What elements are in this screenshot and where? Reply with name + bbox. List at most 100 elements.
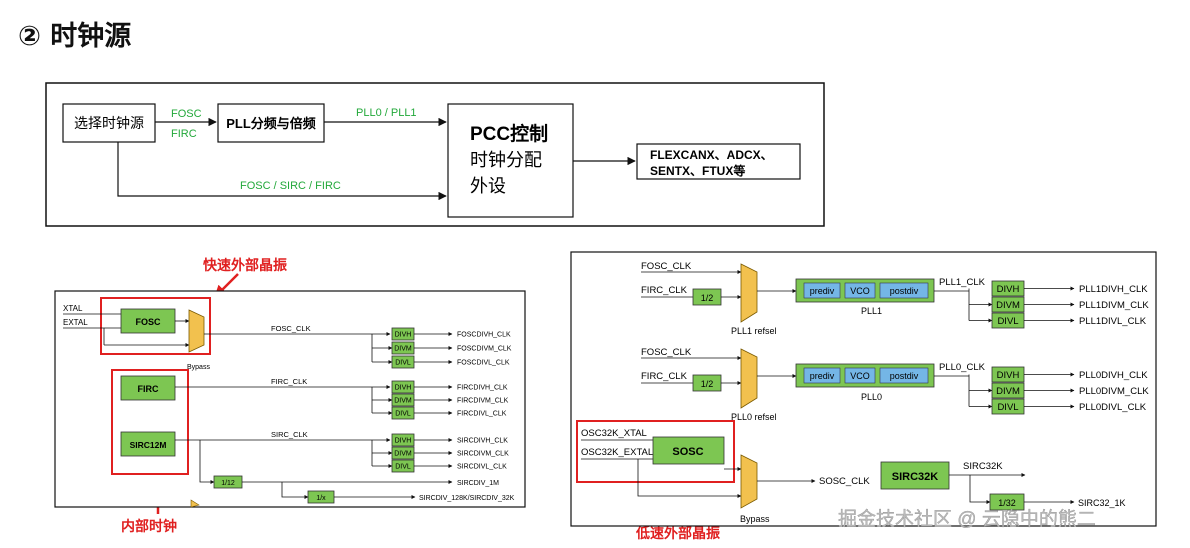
direct-path-arrow — [117, 142, 447, 201]
firc-block — [120, 375, 176, 401]
select-source-label: 选择时钟源 — [74, 115, 144, 131]
pll1-clk-label: PLL1_CLK — [939, 277, 986, 288]
pll1-half-label: 1/2 — [701, 293, 714, 303]
pll1-prediv: prediv — [810, 286, 835, 296]
sirc-output-0: SIRCDIVH_CLK — [457, 438, 508, 445]
pll1-output-0: PLL1DIVH_CLK — [1079, 284, 1148, 295]
fosc-block-label: FOSC — [135, 317, 161, 327]
fosc-clk-label: FOSC_CLK — [271, 324, 311, 333]
sirc-div-label-1: DIVM — [394, 451, 412, 458]
firc-div-label-0: DIVH — [395, 385, 412, 392]
firc-block-label: FIRC — [138, 384, 159, 394]
pcc-line3: 外设 — [470, 176, 506, 196]
pll-block-box — [217, 103, 325, 143]
pll1-output-2: PLL1DIVL_CLK — [1079, 316, 1147, 327]
sirc12m-block-label: SIRC12M — [130, 440, 167, 450]
right-bypass-label: Bypass — [740, 514, 770, 524]
pll0-div-label-1: DIVM — [996, 386, 1020, 397]
div-1-12-label: 1/12 — [221, 480, 235, 487]
pll0-firc-clk-label: FIRC_CLK — [641, 371, 688, 382]
firc-output-2: FIRCDIVL_CLK — [457, 411, 507, 418]
pll1-label: PLL1 — [861, 306, 882, 316]
fosc-block — [120, 308, 176, 334]
sosc-clk-label: SOSC_CLK — [819, 476, 870, 487]
pll0-div-label-0: DIVH — [997, 370, 1020, 381]
left-divider-group: DIVH FOSCDIVH_CLK DIVM FOSCDIVM_CLK DIVL FOSC… — [371, 327, 512, 473]
pll0-output-2: PLL0DIVL_CLK — [1079, 402, 1147, 413]
callout-internal: 内部时钟 — [121, 518, 177, 534]
peripherals-box — [636, 143, 801, 180]
left-clock-diagram: XTAL EXTAL FOSC Bypass FOSC_CLK FIRC FIR… — [54, 290, 526, 508]
right-clock-diagram: FOSC_CLK FIRC_CLK 1/2 PLL1 refsel prediv… — [570, 251, 1157, 527]
pll1-fosc-clk-label: FOSC_CLK — [641, 261, 692, 272]
sircdiv-1m-label: SIRCDIV_1M — [457, 480, 499, 487]
pll0-prediv: prediv — [810, 371, 835, 381]
sirc32k-label: SIRC32K — [963, 461, 1003, 472]
left-bypass-label: Bypass — [187, 364, 210, 371]
pll1-div-label-0: DIVH — [997, 284, 1020, 295]
pll1-vco: VCO — [850, 286, 870, 296]
sirc-div-label-0: DIVH — [395, 438, 412, 445]
sirc-div-label-2: DIVL — [395, 464, 411, 471]
osc32k-extal-label: OSC32K_EXTAL — [581, 447, 653, 458]
pll0-div-label-2: DIVL — [997, 402, 1018, 413]
pll1-postdiv: postdiv — [890, 286, 919, 296]
fosc-output-1: FOSCDIVM_CLK — [457, 346, 512, 353]
sirc12m-block — [120, 431, 176, 457]
pcc-box — [447, 103, 574, 218]
fosc-bypass-mux — [188, 309, 205, 353]
fosc-output-2: FOSCDIVL_CLK — [457, 360, 510, 367]
firc-div-label-1: DIVM — [394, 398, 412, 405]
pll0-half-label: 1/2 — [701, 379, 714, 389]
peripherals-line1: FLEXCANX、ADCX、 — [650, 148, 773, 162]
firc-output-0: FIRCDIVH_CLK — [457, 385, 508, 392]
fast-external-highlight — [100, 297, 211, 355]
pll1-output-1: PLL1DIVM_CLK — [1079, 300, 1149, 311]
pll0-clk-label: PLL0_CLK — [939, 362, 986, 373]
pll0-label: PLL0 — [861, 392, 882, 402]
pll0-vco: VCO — [850, 371, 870, 381]
sirc-clk-label: SIRC_CLK — [271, 430, 308, 439]
sirc-output-1: SIRCDIVM_CLK — [457, 451, 509, 458]
overview-fosc-label: FOSC — [171, 108, 202, 120]
pll-block-label: PLL分频与倍频 — [226, 116, 316, 131]
div-1-32-label: 1/32 — [998, 498, 1016, 508]
peripherals-line2: SENTX、FTUX等 — [650, 163, 745, 178]
fosc-div-label-2: DIVL — [395, 360, 411, 367]
pll0-output-0: PLL0DIVH_CLK — [1079, 370, 1148, 381]
pll1-div-label-1: DIVM — [996, 300, 1020, 311]
pcc-line2: 时钟分配 — [470, 150, 542, 170]
select-source-box — [62, 103, 156, 143]
overview-direct-label: FOSC / SIRC / FIRC — [240, 180, 341, 192]
pll1-refsel-mux — [740, 263, 758, 323]
slow-external-highlight — [576, 420, 735, 483]
right-divider-group: DIVH PLL1DIVH_CLK DIVM PLL1DIVM_CLK DIVL PLL1… — [968, 280, 1149, 415]
sosc-bypass-mux — [740, 454, 758, 509]
firc-div-label-2: DIVL — [395, 411, 411, 418]
firc-output-1: FIRCDIVM_CLK — [457, 398, 509, 405]
overview-diagram: 选择时钟源 PLL分频与倍频 PCC控制 时钟分配 外设 FLEXCANX、AD… — [45, 82, 825, 227]
sirc32-1k-label: SIRC32_1K — [1078, 498, 1126, 508]
pll1-div-label-2: DIVL — [997, 316, 1018, 327]
pll0-postdiv: postdiv — [890, 371, 919, 381]
xtal-label: XTAL — [63, 304, 83, 313]
pll1-firc-clk-label: FIRC_CLK — [641, 285, 688, 296]
sirc-output-2: SIRCDIVL_CLK — [457, 464, 507, 471]
callout-slow-external: 低速外部晶振 — [635, 525, 720, 541]
fosc-output-0: FOSCDIVH_CLK — [457, 332, 511, 339]
pll0-refsel-mux — [740, 348, 758, 409]
watermark: 掘金技术社区 @ 云隐中的熊二 — [838, 508, 1096, 530]
callout-fast-external: 快速外部晶振 — [203, 257, 287, 273]
firc-clk-label: FIRC_CLK — [271, 377, 307, 386]
pll0-fosc-clk-label: FOSC_CLK — [641, 347, 692, 358]
pll0-output-1: PLL0DIVM_CLK — [1079, 386, 1149, 397]
pll1-refsel-label: PLL1 refsel — [731, 326, 777, 336]
sirc32k-block — [880, 461, 950, 490]
sirc32k-block-label: SIRC32K — [892, 471, 939, 483]
extal-label: EXTAL — [63, 318, 88, 327]
sosc-block — [652, 436, 725, 465]
overview-pll-out-label: PLL0 / PLL1 — [356, 107, 417, 119]
fosc-div-label-1: DIVM — [394, 346, 412, 353]
osc32k-xtal-label: OSC32K_XTAL — [581, 428, 647, 439]
